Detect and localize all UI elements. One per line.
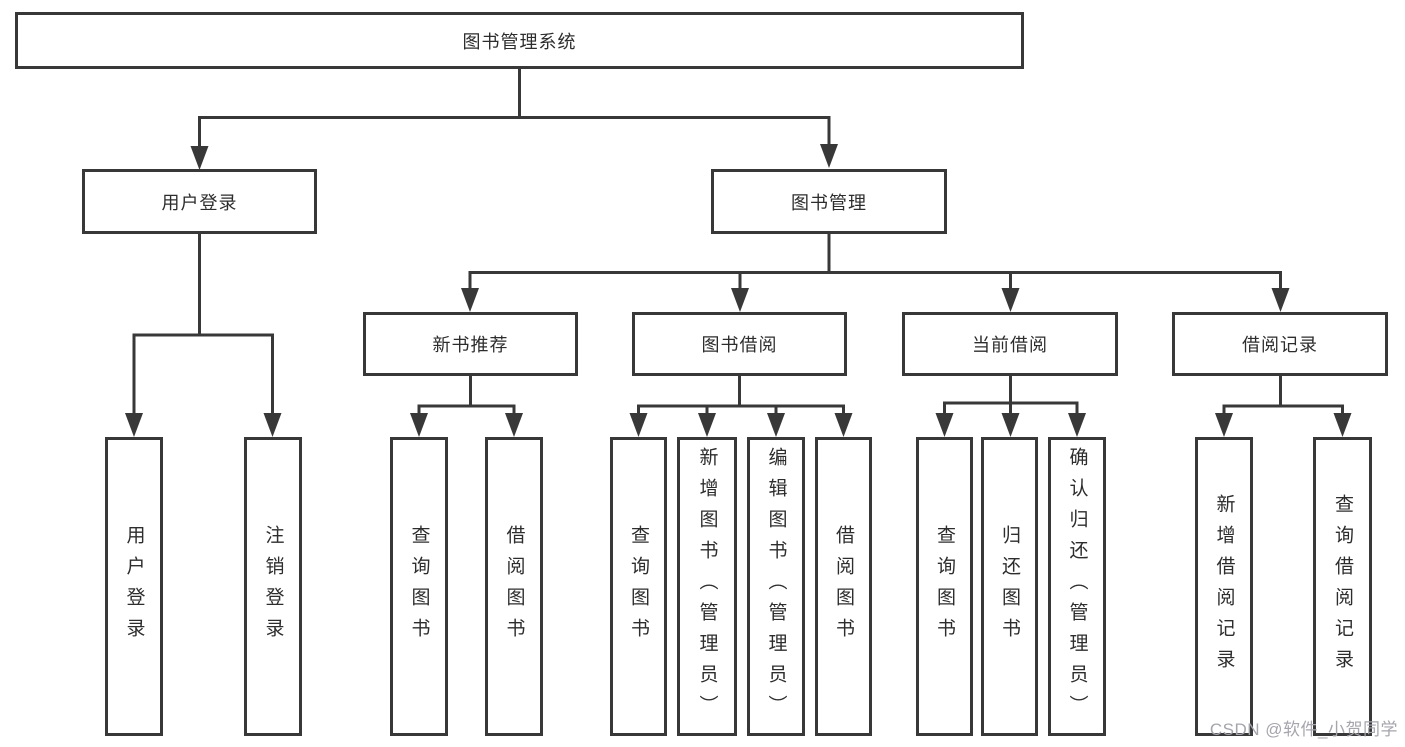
node-edit-books-admin: 编辑图书（管理员）: [747, 437, 805, 736]
node-borrowing-records: 借阅记录: [1172, 312, 1388, 376]
node-current-borrowing: 当前借阅: [902, 312, 1118, 376]
node-query-books-newbook: 查询图书: [390, 437, 448, 736]
node-user-login: 用户登录: [105, 437, 163, 736]
node-add-books-admin: 新增图书（管理员）: [677, 437, 737, 736]
node-user-login-module: 用户登录: [82, 169, 317, 234]
node-query-borrow-record: 查询借阅记录: [1313, 437, 1372, 736]
node-new-book-recommend: 新书推荐: [363, 312, 578, 376]
node-query-books-borrowing: 查询图书: [610, 437, 667, 736]
node-library-management-system: 图书管理系统: [15, 12, 1024, 69]
node-book-borrowing: 图书借阅: [632, 312, 847, 376]
node-logout: 注销登录: [244, 437, 302, 736]
csdn-watermark: CSDN @软件_小贺同学: [1209, 720, 1398, 739]
arrowhead-icons: [125, 144, 1352, 437]
node-borrow-books-newbook: 借阅图书: [485, 437, 543, 736]
node-add-borrow-record: 新增借阅记录: [1195, 437, 1253, 736]
node-query-books-current: 查询图书: [916, 437, 973, 736]
node-book-management: 图书管理: [711, 169, 947, 234]
node-confirm-return-admin: 确认归还（管理员）: [1048, 437, 1106, 736]
node-borrow-books: 借阅图书: [815, 437, 872, 736]
node-return-books: 归还图书: [981, 437, 1038, 736]
